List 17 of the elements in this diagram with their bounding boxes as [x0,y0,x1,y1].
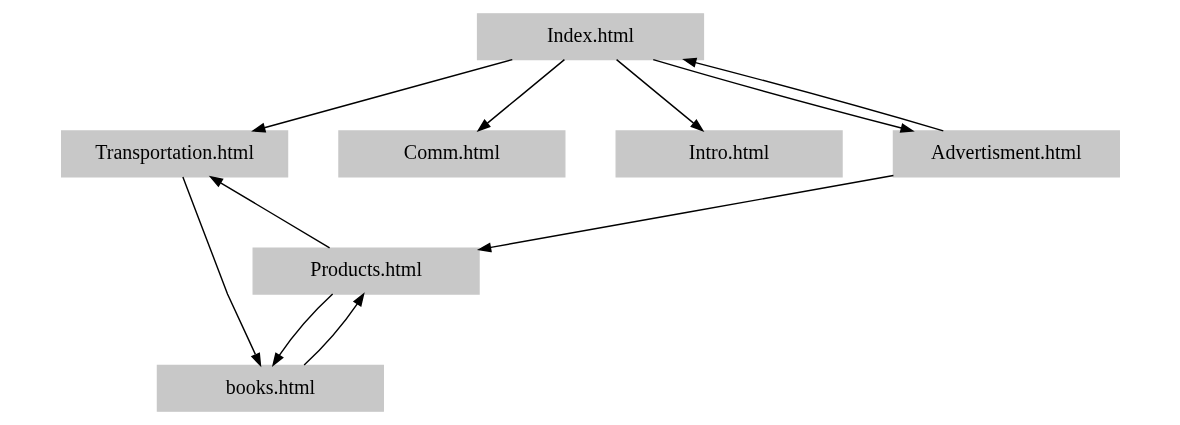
node-box: books.html [156,364,384,412]
arrow [181,176,261,368]
arrow [250,58,513,133]
arrow [302,292,365,366]
arrow [271,293,333,367]
node-box: Products.html [252,247,480,295]
node-box: Advertisment.html [892,130,1120,178]
node-box: Transportation.html [60,130,288,178]
arrow [615,58,704,133]
arrow [652,58,915,133]
arrow [208,175,330,249]
node-box: Intro.html [615,130,843,178]
arrow [476,174,894,253]
arrow [476,58,565,133]
node-box: Index.html [476,13,704,61]
arrow [681,57,944,132]
node-box: Comm.html [337,130,565,178]
